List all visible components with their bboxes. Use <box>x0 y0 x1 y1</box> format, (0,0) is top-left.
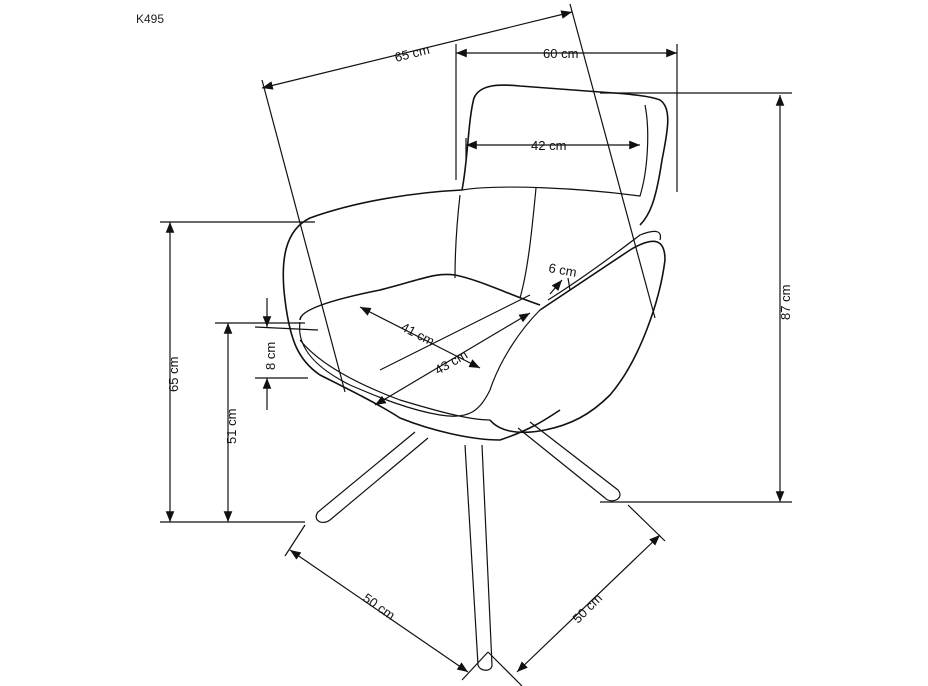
label-seat-width: 43 cm <box>432 347 470 378</box>
label-armrest-width: 6 cm <box>547 260 577 280</box>
label-base-left: 50 cm <box>360 590 398 623</box>
product-code: K495 <box>136 12 165 26</box>
label-seat-cushion-thickness: 8 cm <box>263 342 278 370</box>
chair-outline <box>282 84 669 671</box>
label-total-height: 87 cm <box>778 285 793 320</box>
label-backrest-width: 42 cm <box>531 138 566 153</box>
label-overall-diagonal-width: 65 cm <box>393 42 431 65</box>
label-seat-depth: 41 cm <box>399 319 437 348</box>
label-armrest-height: 65 cm <box>166 357 181 392</box>
dimension-lines <box>160 3 792 686</box>
label-base-right: 50 cm <box>570 590 606 626</box>
label-seat-height: 51 cm <box>224 409 239 444</box>
label-overall-width: 60 cm <box>543 46 578 61</box>
